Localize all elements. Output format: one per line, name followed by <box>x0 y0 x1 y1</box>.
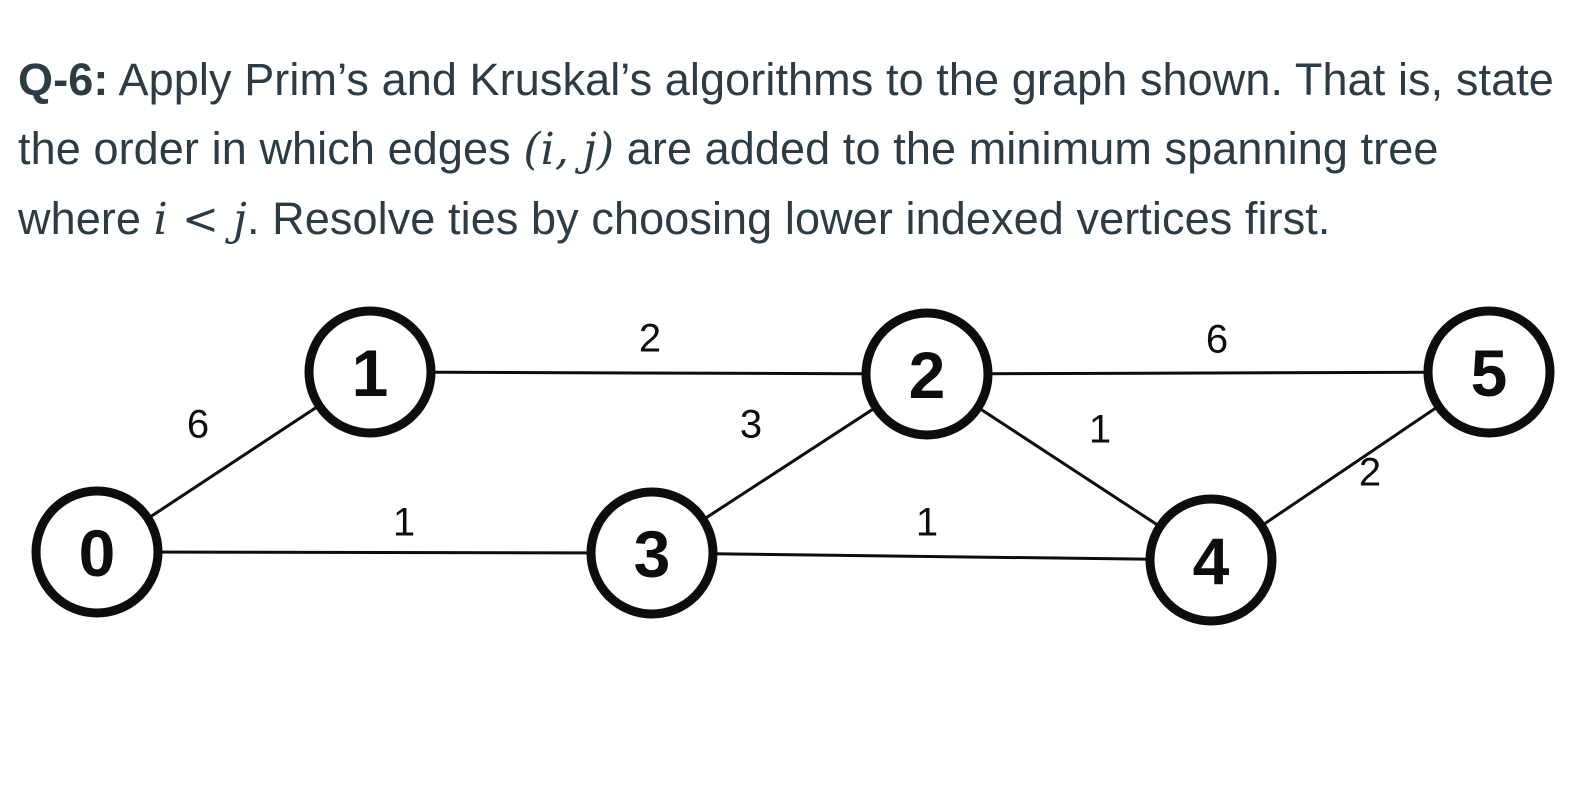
edge-weight-label-2-3: 3 <box>740 402 762 446</box>
graph-node-4 <box>1145 494 1277 626</box>
edge-weight-label-4-5: 2 <box>1359 450 1381 494</box>
graph-edge-3-4 <box>651 551 1212 562</box>
question-segment-normal: are added to the minimum spanning tree w… <box>18 123 1439 244</box>
question-segment-math: (i, j) <box>523 124 615 175</box>
graph-node-3 <box>586 487 718 619</box>
graph-node-0 <box>31 486 163 618</box>
graph-edge-2-5 <box>926 370 1490 376</box>
node-label-1: 1 <box>352 336 389 410</box>
node-label-0: 0 <box>79 516 116 590</box>
edge-weight-label-0-1: 6 <box>187 402 209 446</box>
edge-weight-label-2-5: 6 <box>1206 317 1228 361</box>
question-segment-normal: Apply Prim’s and Kruskal’s algorithms to… <box>18 54 1554 174</box>
node-label-3: 3 <box>634 517 671 591</box>
edge-weight-label-0-3: 1 <box>393 500 415 544</box>
graph-node-2 <box>861 308 993 440</box>
graph-edge-0-3 <box>96 550 653 555</box>
graph-node-5 <box>1423 306 1555 438</box>
question-text: Q-6: Apply Prim’s and Kruskal’s algorith… <box>18 45 1570 254</box>
graph-node-1 <box>304 306 436 438</box>
edge-weight-label-3-4: 1 <box>916 500 938 544</box>
edge-weight-label-2-4: 1 <box>1089 407 1111 451</box>
node-label-5: 5 <box>1471 336 1508 410</box>
node-label-4: 4 <box>1193 524 1230 598</box>
graph-edge-1-2 <box>369 370 928 376</box>
question-segment-bold: Q-6: <box>18 54 109 105</box>
edge-weight-label-1-2: 2 <box>639 316 661 360</box>
node-label-2: 2 <box>909 338 946 412</box>
question-segment-normal: . Resolve ties by choosing lower indexed… <box>246 193 1331 244</box>
question-segment-math: i < j <box>153 194 247 245</box>
